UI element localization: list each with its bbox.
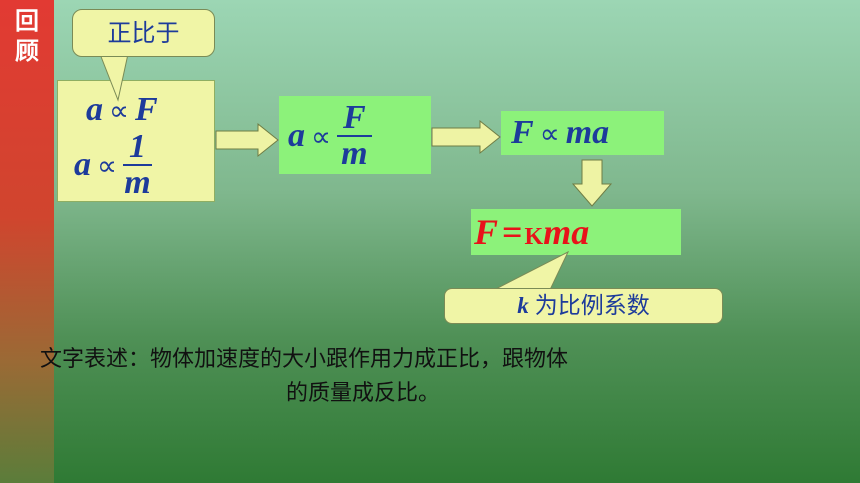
fraction-denominator: m bbox=[124, 164, 151, 201]
callout-proportional-label: 正比于 bbox=[107, 19, 180, 47]
callout-coefficient-k: k bbox=[517, 293, 529, 318]
arrow-down-icon bbox=[571, 159, 613, 207]
arrow-right-icon bbox=[215, 122, 279, 158]
formula-var: a bbox=[86, 91, 103, 128]
formula-f-equals-kma: F=Kma bbox=[474, 210, 589, 259]
formula-lhs: F bbox=[474, 212, 499, 252]
formula-op: ∝ bbox=[539, 117, 560, 150]
callout-coefficient-label: 为比例系数 bbox=[534, 293, 650, 319]
statement-line1: 文字表述：物体加速度的大小跟作用力成正比，跟物体 bbox=[40, 347, 569, 372]
formula-op: ∝ bbox=[97, 148, 118, 182]
formula-f-prop-ma: F∝ma bbox=[511, 113, 609, 154]
sidebar-title: 回 顾 bbox=[5, 6, 49, 66]
formula-box-right bbox=[501, 111, 664, 155]
sidebar-title-line1: 回 bbox=[15, 7, 39, 35]
statement-text: 文字表述：物体加速度的大小跟作用力成正比，跟物体 的质量成反比。 bbox=[40, 343, 760, 411]
statement-line2: 的质量成反比。 bbox=[286, 381, 441, 406]
fraction-numerator: F bbox=[337, 101, 372, 137]
formula-rhs: ma bbox=[543, 212, 590, 252]
formula-op: ∝ bbox=[311, 119, 332, 153]
formula-box-result bbox=[471, 209, 681, 255]
formula-rhs: F bbox=[135, 91, 158, 128]
sidebar-bar: 回 顾 bbox=[0, 0, 54, 483]
formula-coefficient: K bbox=[524, 224, 544, 250]
formula-equals: = bbox=[502, 212, 523, 252]
arrow-right-icon bbox=[431, 119, 501, 155]
fraction-denominator: m bbox=[341, 135, 368, 172]
formula-box-left bbox=[57, 80, 215, 202]
formula-a-prop-f: a∝F bbox=[86, 92, 158, 129]
sidebar-title-line2: 顾 bbox=[15, 37, 39, 65]
formula-op: ∝ bbox=[109, 94, 130, 127]
formula-rhs: ma bbox=[565, 114, 610, 151]
formula-var: a bbox=[74, 146, 91, 183]
formula-var: a bbox=[288, 117, 305, 154]
fraction-numerator: 1 bbox=[123, 130, 153, 166]
callout-proportional: 正比于 bbox=[72, 9, 215, 57]
formula-lhs: F bbox=[511, 114, 534, 151]
